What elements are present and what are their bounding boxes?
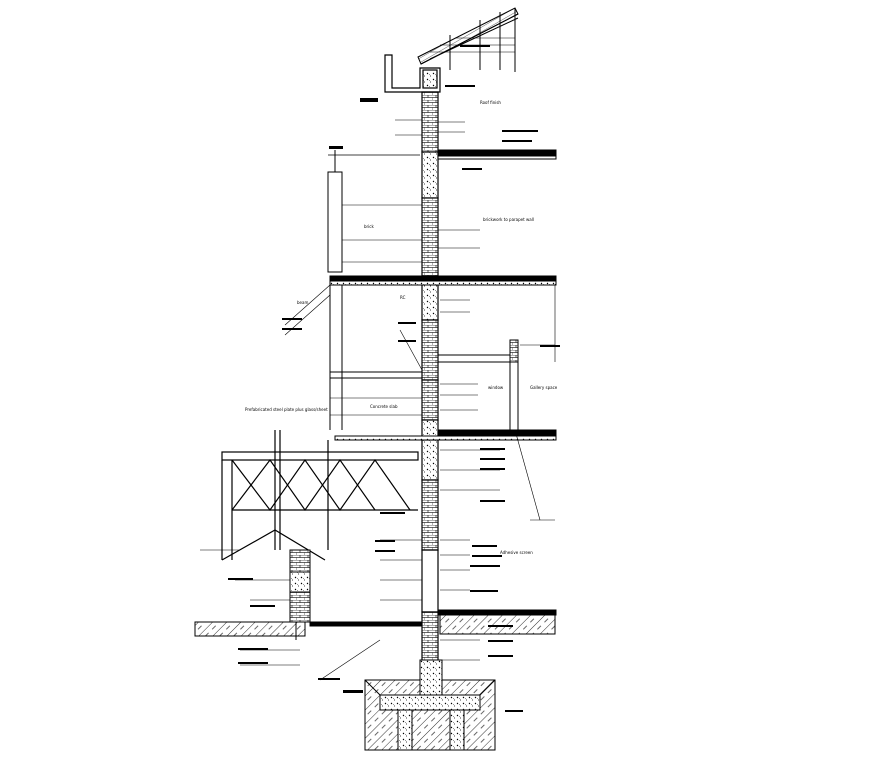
label-gallery-space: Gallery space	[530, 385, 558, 390]
drawing-labels: Roof finish brick brickwork to parapet w…	[245, 100, 558, 555]
label-brick: brick	[364, 224, 374, 229]
label-roof-finish: Roof finish	[480, 100, 501, 105]
right-window-frame	[438, 285, 556, 521]
annotation-leaders	[200, 119, 555, 681]
label-brickwork: brickwork to parapet wall	[483, 217, 534, 222]
label-window: window	[488, 385, 504, 390]
foundation	[364, 659, 496, 751]
middle-window	[329, 285, 422, 430]
main-wall	[421, 91, 439, 663]
steel-truss	[221, 430, 419, 561]
label-concrete-slab: Concrete slab	[370, 404, 398, 409]
label-steel-plate: Prefabricated steel plate plus glass/she…	[245, 407, 328, 412]
pitched-roof	[417, 7, 519, 72]
label-damp-course: Adhesive screen	[500, 550, 533, 555]
left-pier	[289, 549, 311, 640]
label-rc: RC	[400, 295, 406, 300]
ground	[194, 611, 556, 637]
upper-window	[327, 150, 422, 273]
label-beam: beam	[297, 300, 308, 305]
annotation-marks	[228, 45, 560, 712]
gutter-parapet	[384, 54, 441, 93]
